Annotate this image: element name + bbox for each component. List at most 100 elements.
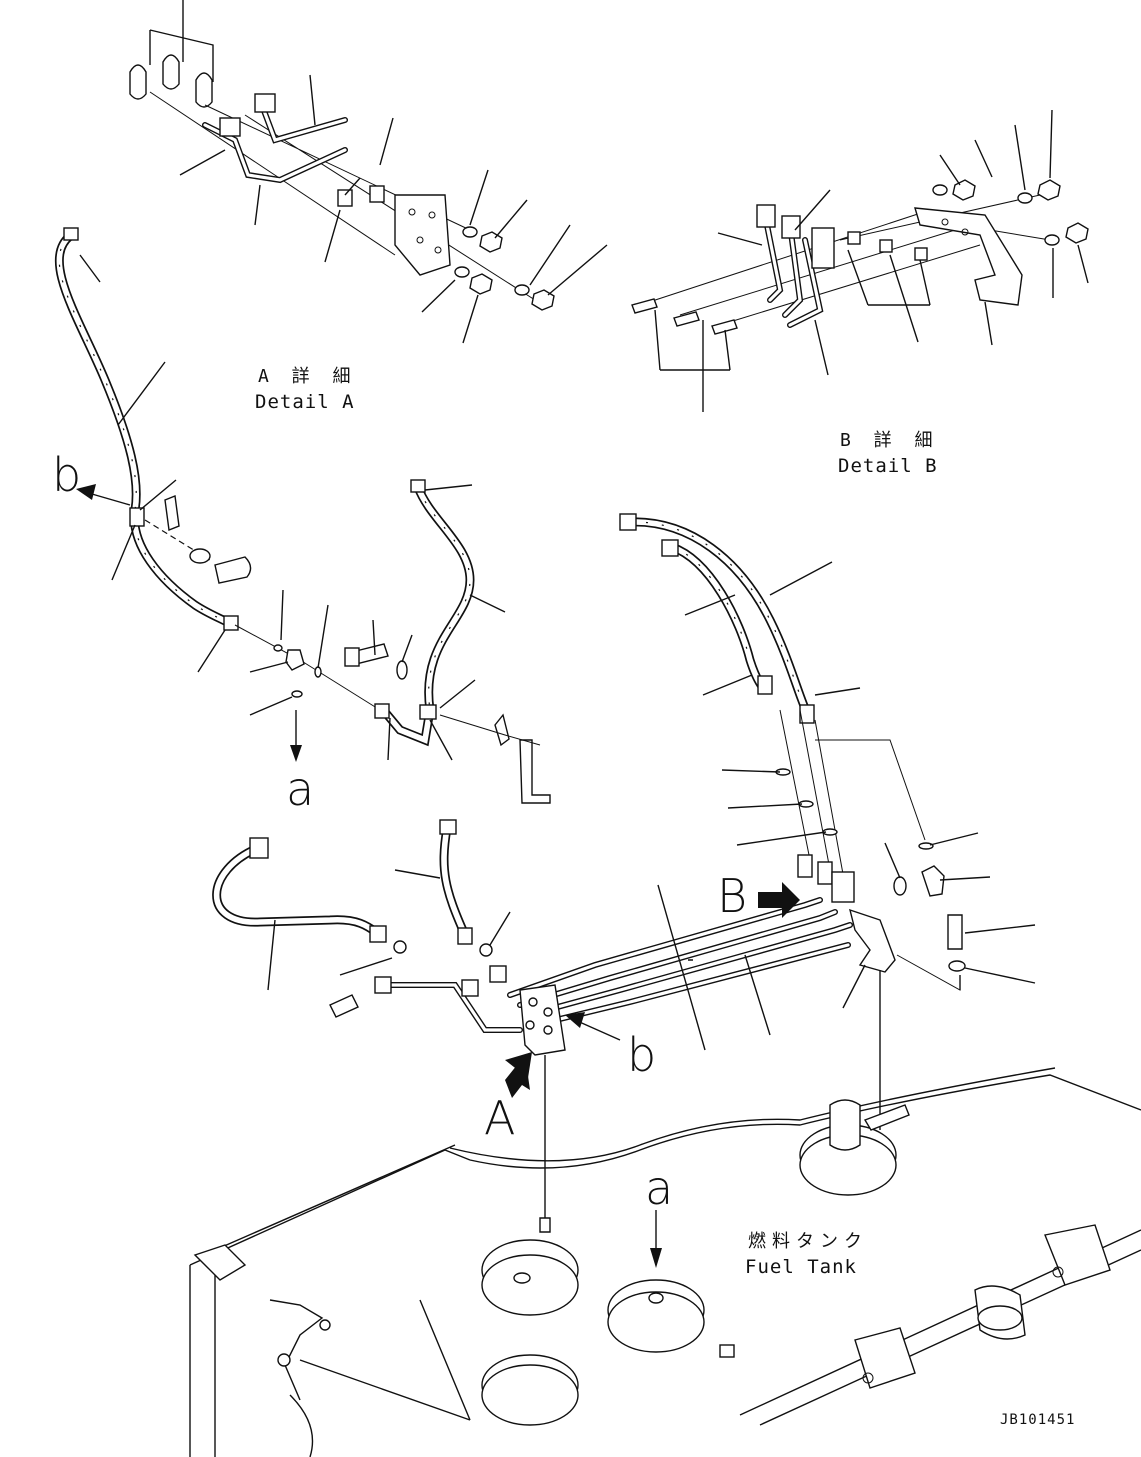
callout-a-left: a — [286, 762, 315, 816]
washer-part — [189, 548, 211, 564]
bolt-part — [673, 311, 700, 327]
hose-end-fitting — [410, 479, 426, 493]
callout-a-tank: a — [645, 1161, 674, 1215]
fitting-part — [219, 117, 241, 137]
hose-end-fitting — [661, 539, 679, 557]
spacer-part — [369, 185, 385, 203]
elbow-fitting — [921, 865, 945, 897]
mounting-bracket — [849, 908, 896, 973]
clip-part — [719, 1344, 735, 1358]
bolt-part — [947, 914, 963, 950]
bolt-part — [631, 298, 658, 314]
fuel-tank-label-en: Fuel Tank — [745, 1256, 857, 1278]
o-ring-part — [479, 943, 493, 957]
bolt-head — [344, 647, 360, 667]
washer-part — [396, 660, 408, 680]
bracket-part — [494, 713, 510, 747]
clamp-part — [162, 54, 180, 90]
arrow-b-head — [76, 484, 96, 500]
hose-end-fitting — [374, 703, 390, 719]
callout-b-upper: B — [717, 869, 748, 923]
detail-a-title-jp: A 詳 細 — [258, 366, 357, 387]
hose-end-fitting — [757, 675, 773, 695]
hose-end-fitting — [223, 615, 239, 631]
manifold-block — [811, 227, 835, 269]
tank-cap — [481, 1254, 579, 1316]
fuel-line — [863, 1104, 910, 1131]
lower-assembly-group — [212, 819, 961, 1230]
clip-part — [879, 239, 893, 253]
clamp-part — [129, 507, 145, 527]
o-ring-part — [918, 842, 934, 850]
washer-part — [948, 960, 966, 972]
tube-end-fitting — [461, 979, 479, 997]
detail-b-title-jp: B 詳 細 — [840, 430, 939, 451]
detail-b-title-en: Detail B — [838, 455, 938, 477]
detail-a-title-en: Detail A — [255, 391, 355, 413]
fitting-part — [781, 215, 801, 239]
middle-hose-group — [344, 479, 551, 804]
o-ring-part — [393, 940, 407, 954]
drawing-reference: JB101451 — [1000, 1412, 1076, 1428]
o-ring-part — [314, 666, 322, 678]
washer-part — [454, 266, 470, 278]
elbow-fitting — [285, 649, 305, 671]
fuel-tank-label-jp: 燃料タンク — [748, 1231, 868, 1252]
manifold-block — [831, 871, 855, 903]
hose-end-fitting — [249, 837, 269, 859]
hose-end-fitting — [369, 925, 387, 943]
washer-part — [1017, 192, 1033, 204]
arrow-a-head — [290, 745, 302, 762]
detail-b-group — [631, 109, 1089, 412]
fitting-part — [756, 204, 776, 228]
spacer-part — [337, 189, 353, 207]
washer-part — [462, 226, 478, 238]
hose-end-fitting — [799, 704, 815, 724]
fuel-pump — [829, 1099, 861, 1151]
nut-part — [1037, 179, 1061, 201]
nut-part — [479, 231, 503, 253]
bracket-part — [539, 1217, 551, 1233]
clip-part — [847, 231, 861, 245]
tank-bracket — [1044, 1224, 1111, 1286]
callout-a-upper: A — [484, 1091, 516, 1145]
nut-part — [1065, 222, 1089, 244]
clamp-part — [129, 64, 147, 100]
washer-part — [932, 184, 948, 196]
mounting-bracket — [914, 207, 1023, 306]
bracket-part — [519, 739, 551, 804]
detail-a-group — [129, 0, 608, 344]
nut-part — [469, 273, 493, 295]
mounting-block — [394, 194, 451, 276]
sensor-part — [329, 994, 359, 1018]
hose-end-fitting — [63, 227, 79, 241]
hose-end-fitting — [457, 927, 473, 945]
bolt-part — [214, 556, 252, 584]
tube-end-fitting — [489, 965, 507, 983]
hose-end-fitting — [419, 704, 437, 720]
tank-cap — [607, 1291, 705, 1353]
hose-end-fitting — [619, 513, 637, 531]
fuel-tank-group — [189, 1067, 1141, 1457]
callout-b-left: b — [52, 448, 82, 502]
fitting-part — [254, 93, 276, 113]
arrow-a-head — [650, 1248, 662, 1268]
nut-part — [952, 179, 976, 201]
right-hoses-group — [619, 513, 1036, 990]
o-ring-part — [893, 876, 907, 896]
arrow-b-upper-head — [758, 882, 800, 918]
tube-end-fitting — [797, 854, 813, 878]
o-ring-part — [273, 644, 283, 652]
tube-end-fitting — [817, 861, 833, 885]
tank-cap — [481, 1364, 579, 1426]
left-hose-group — [54, 227, 381, 762]
callout-b-center: b — [627, 1028, 657, 1082]
tank-bracket — [854, 1327, 916, 1389]
clamp-part — [195, 72, 213, 108]
washer-part — [514, 284, 530, 296]
clip-part — [914, 247, 928, 261]
arrow-b-head — [565, 1012, 585, 1028]
tube-end-fitting — [374, 976, 392, 994]
